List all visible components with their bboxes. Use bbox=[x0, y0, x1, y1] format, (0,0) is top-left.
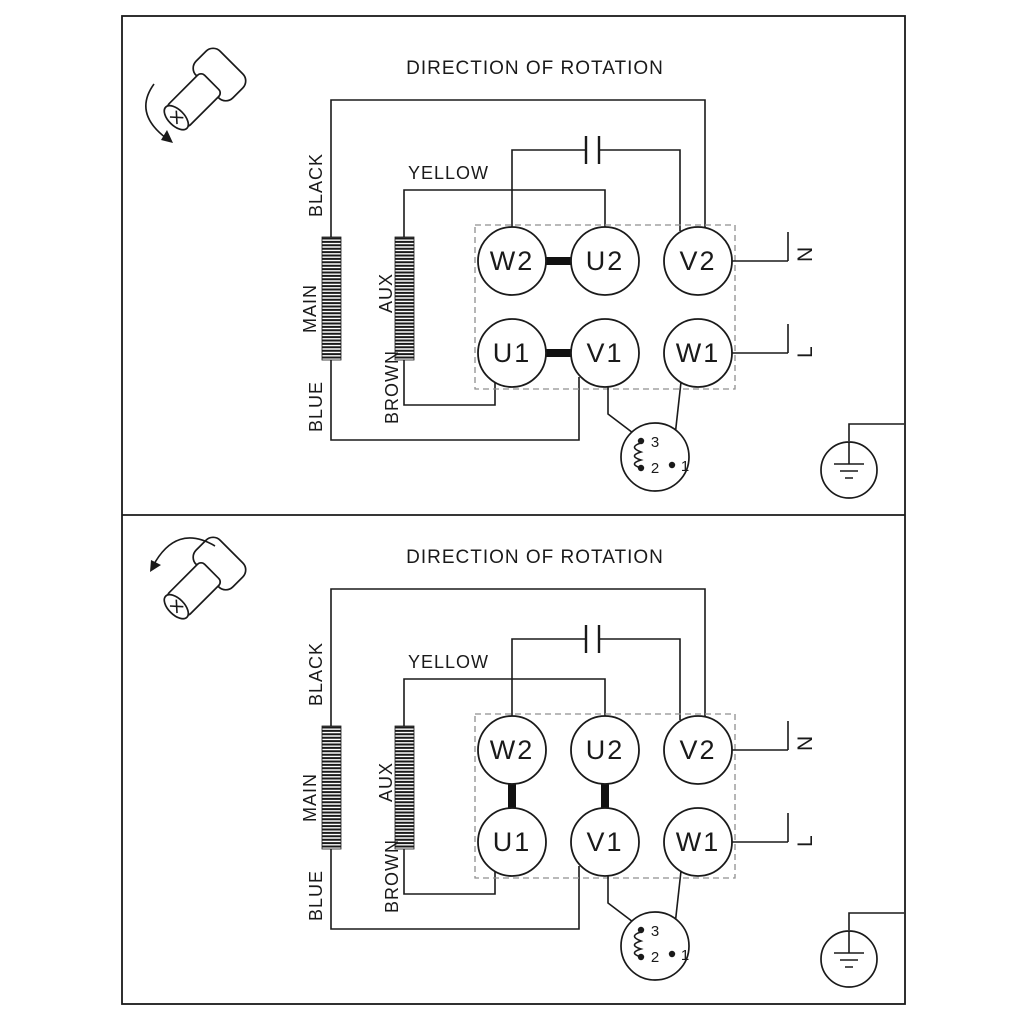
main-winding-label: MAIN bbox=[300, 773, 320, 822]
line-label: L bbox=[794, 346, 817, 358]
terminal-u1-label: U1 bbox=[493, 827, 532, 857]
pin-1-label: 1 bbox=[681, 947, 689, 964]
earth-glyph bbox=[834, 931, 864, 968]
main-winding-coil bbox=[322, 237, 341, 359]
pin-1-label: 1 bbox=[681, 458, 689, 475]
pin-2-label: 2 bbox=[651, 460, 659, 477]
thermal-coil-icon bbox=[633, 931, 644, 958]
neutral-label: N bbox=[794, 736, 817, 751]
terminal-u2 bbox=[570, 226, 640, 296]
neutral-wire bbox=[732, 232, 789, 262]
capacitor-left-lead bbox=[511, 638, 586, 716]
motor-shaft-icon bbox=[163, 536, 247, 620]
neutral-label: N bbox=[794, 247, 817, 262]
black-wire-label: BLACK bbox=[306, 642, 326, 706]
pin-2-label: 2 bbox=[651, 949, 659, 966]
terminal-u1-label: U1 bbox=[493, 338, 532, 368]
terminal-block-outline bbox=[474, 713, 736, 879]
line-wire bbox=[732, 813, 789, 843]
pin-3-label: 3 bbox=[651, 434, 659, 451]
terminal-w2 bbox=[477, 715, 547, 785]
capacitor-right-lead bbox=[599, 638, 681, 720]
pin-3-dot bbox=[637, 437, 645, 445]
panel-clockwise: DIRECTION OF ROTATION BLACK MAIN BLUE AU… bbox=[145, 47, 904, 499]
brown-wire-label: BROWN bbox=[382, 350, 402, 424]
rotation-arrowhead-icon bbox=[150, 560, 161, 572]
black-wire bbox=[330, 588, 706, 726]
pin-3-label: 3 bbox=[651, 923, 659, 940]
aux-winding-label: AUX bbox=[376, 273, 396, 313]
aux-winding-label: AUX bbox=[376, 762, 396, 802]
shaft-keyway-mark bbox=[175, 599, 178, 614]
aux-winding-coil bbox=[395, 237, 414, 359]
main-winding-coil bbox=[322, 726, 341, 848]
rotation-cw-arrow-icon bbox=[145, 83, 167, 139]
yellow-wire bbox=[403, 189, 606, 237]
line-wire bbox=[732, 324, 789, 354]
blue-wire bbox=[330, 849, 580, 930]
aux-winding-outline bbox=[394, 725, 415, 850]
terminal-w1-label: W1 bbox=[676, 827, 721, 857]
terminal-w1-label: W1 bbox=[676, 338, 721, 368]
main-winding-label: MAIN bbox=[300, 284, 320, 333]
terminal-v1 bbox=[570, 807, 640, 877]
main-winding-outline bbox=[321, 725, 342, 850]
line-label: L bbox=[794, 835, 817, 847]
terminal-v2-label: V2 bbox=[679, 735, 716, 765]
thermal-coil-icon bbox=[633, 442, 644, 469]
terminal-u1 bbox=[477, 318, 547, 388]
motor-shaft-icon bbox=[163, 47, 247, 131]
earth-lead bbox=[848, 423, 904, 441]
yellow-wire bbox=[403, 678, 606, 726]
page-title: DIRECTION OF ROTATION bbox=[406, 547, 664, 568]
terminal-u2-label: U2 bbox=[586, 246, 625, 276]
pin-2-dot bbox=[637, 953, 645, 961]
thermal-lead-v1 bbox=[607, 876, 642, 929]
earth-glyph bbox=[834, 442, 864, 479]
page-title: DIRECTION OF ROTATION bbox=[406, 58, 664, 79]
main-winding-outline bbox=[321, 236, 342, 361]
terminal-u1 bbox=[477, 807, 547, 877]
pin-1-dot bbox=[668, 461, 676, 469]
terminal-u2-label: U2 bbox=[586, 735, 625, 765]
terminal-v1-label: V1 bbox=[586, 827, 623, 857]
blue-wire bbox=[330, 360, 580, 441]
capacitor-left-lead bbox=[511, 149, 586, 227]
terminal-w2-label: W2 bbox=[490, 246, 535, 276]
pin-3-dot bbox=[637, 926, 645, 934]
blue-wire-label: BLUE bbox=[306, 381, 326, 432]
rotation-ccw-arrow-icon bbox=[152, 537, 216, 567]
black-wire-label: BLACK bbox=[306, 153, 326, 217]
terminal-block-outline bbox=[474, 224, 736, 390]
aux-winding-coil bbox=[395, 726, 414, 848]
brown-wire bbox=[403, 849, 496, 895]
yellow-wire-label: YELLOW bbox=[408, 652, 489, 672]
earth-lead bbox=[848, 912, 904, 930]
thermal-lead-v1 bbox=[607, 387, 642, 440]
outer-frame bbox=[121, 15, 906, 1005]
brown-wire-label: BROWN bbox=[382, 839, 402, 913]
capacitor-right-lead bbox=[599, 149, 681, 231]
terminal-w2 bbox=[477, 226, 547, 296]
terminal-w2-label: W2 bbox=[490, 735, 535, 765]
pin-1-dot bbox=[668, 950, 676, 958]
aux-winding-outline bbox=[394, 236, 415, 361]
black-wire bbox=[330, 99, 706, 237]
pin-2-dot bbox=[637, 464, 645, 472]
brown-wire bbox=[403, 360, 496, 406]
terminal-v1 bbox=[570, 318, 640, 388]
rotation-arrowhead-icon bbox=[161, 130, 173, 143]
terminal-v1-label: V1 bbox=[586, 338, 623, 368]
yellow-wire-label: YELLOW bbox=[408, 163, 489, 183]
blue-wire-label: BLUE bbox=[306, 870, 326, 921]
neutral-wire bbox=[732, 721, 789, 751]
terminal-u2 bbox=[570, 715, 640, 785]
terminal-v2-label: V2 bbox=[679, 246, 716, 276]
panel-counter-clockwise: DIRECTION OF ROTATION BLACK MAIN BLUE AU… bbox=[150, 536, 904, 988]
shaft-keyway-mark bbox=[175, 110, 178, 125]
